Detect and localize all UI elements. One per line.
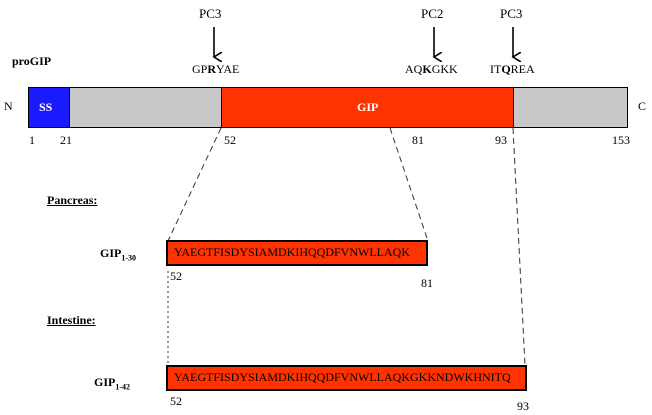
signal-peptide-segment: SS: [28, 87, 70, 128]
position-81: 81: [412, 133, 424, 147]
intestine-peptide-name: GIP1-42: [94, 375, 131, 392]
gip-segment-label: GIP: [357, 100, 379, 114]
position-1: 1: [29, 133, 35, 147]
precursor-label: proGIP: [12, 54, 52, 68]
pancreas-end-position: 81: [421, 276, 433, 290]
cleavage-enzyme-2: PC2: [421, 6, 444, 21]
pancreas-heading: Pancreas:: [47, 193, 98, 207]
pancreas-start-position: 52: [170, 269, 182, 283]
intestine-heading: Intestine:: [47, 313, 96, 327]
c-propeptide-segment: [513, 87, 628, 128]
c-terminus-label: C: [638, 99, 647, 113]
pancreas-sequence-box: YAEGTFISDYSIAMDKIHQQDFVNWLLAQK: [166, 240, 428, 266]
signal-peptide-label: SS: [39, 100, 53, 114]
n-terminus-label: N: [4, 99, 13, 113]
pancreas-peptide-name: GIP1-30: [100, 246, 137, 263]
cleavage-site-1: GPRYAE: [192, 62, 240, 76]
gip-segment: GIP: [221, 87, 514, 128]
position-93: 93: [495, 133, 507, 147]
intestine-dash-right: [512, 127, 526, 366]
cleavage-enzyme-3: PC3: [500, 6, 523, 21]
position-52: 52: [224, 133, 236, 147]
cleavage-site-2: AQKGKK: [405, 62, 458, 76]
n-propeptide-segment: [69, 87, 222, 128]
intestine-start-position: 52: [170, 394, 182, 408]
cleavage-site-3: ITQREA: [490, 62, 535, 76]
position-153: 153: [612, 133, 630, 147]
intestine-end-position: 93: [517, 399, 529, 413]
intestine-sequence-box: YAEGTFISDYSIAMDKIHQQDFVNWLLAQKGKKNDWKHNI…: [166, 365, 527, 391]
pancreas-dash-left: [167, 127, 222, 242]
position-21: 21: [60, 133, 72, 147]
cleavage-enzyme-1: PC3: [199, 6, 222, 21]
